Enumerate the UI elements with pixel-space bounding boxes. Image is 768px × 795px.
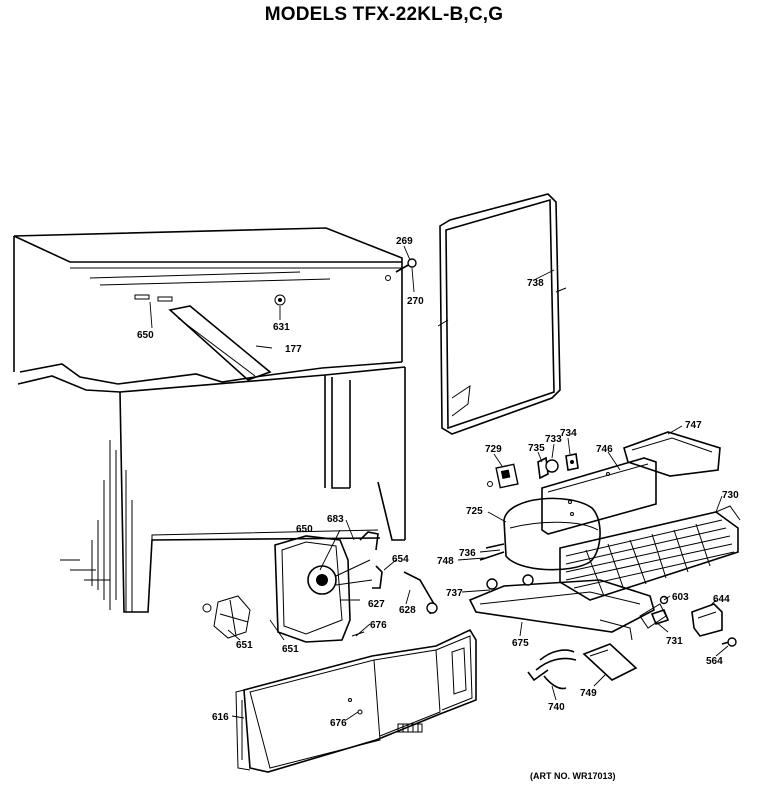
callout-651-right: 651 (282, 644, 299, 655)
callout-683: 683 (327, 514, 344, 525)
callout-747: 747 (685, 420, 702, 431)
callout-564: 564 (706, 656, 723, 667)
callout-676-fan: 676 (370, 620, 387, 631)
callout-730: 730 (722, 490, 739, 501)
callout-616: 616 (212, 712, 229, 723)
callout-746: 746 (596, 444, 613, 455)
callout-729: 729 (485, 444, 502, 455)
callout-725: 725 (466, 506, 483, 517)
callout-735: 735 (528, 443, 545, 454)
callout-740: 740 (548, 702, 565, 713)
small-hardware-parts (527, 595, 737, 690)
callout-733: 733 (545, 434, 562, 445)
cabinet-assembly (13, 227, 417, 613)
relay-overload-parts (487, 453, 579, 489)
callout-749: 749 (580, 688, 597, 699)
callout-603: 603 (672, 592, 689, 603)
shield-bracket (541, 431, 721, 535)
callout-734: 734 (560, 428, 577, 439)
callout-675: 675 (512, 638, 529, 649)
page-title: MODELS TFX-22KL-B,C,G (264, 4, 504, 25)
access-panel (235, 628, 477, 773)
callout-748: 748 (437, 556, 454, 567)
callout-631: 631 (273, 322, 290, 333)
compressor-assembly (468, 497, 667, 641)
callout-650-cabinet: 650 (137, 330, 154, 341)
callout-269: 269 (396, 236, 413, 247)
callout-644: 644 (713, 594, 730, 605)
art-number: (ART NO. WR17013) (530, 771, 616, 781)
callout-738: 738 (527, 278, 544, 289)
condenser-coil (559, 505, 741, 601)
condenser-fan-assembly (202, 531, 438, 643)
callout-270: 270 (407, 296, 424, 307)
gasket-frame (437, 193, 567, 435)
callout-654: 654 (392, 554, 409, 565)
leader-lines (149, 245, 729, 721)
callout-676-panel: 676 (330, 718, 347, 729)
callout-731: 731 (666, 636, 683, 647)
callout-737: 737 (446, 588, 463, 599)
callout-177: 177 (285, 344, 302, 355)
callout-628: 628 (399, 605, 416, 616)
callout-650-fan: 650 (296, 524, 313, 535)
callout-736: 736 (459, 548, 476, 559)
part-callouts: 269 270 738 650 631 177 729 735 733 734 … (137, 236, 739, 729)
callout-627: 627 (368, 599, 385, 610)
callout-651-left: 651 (236, 640, 253, 651)
